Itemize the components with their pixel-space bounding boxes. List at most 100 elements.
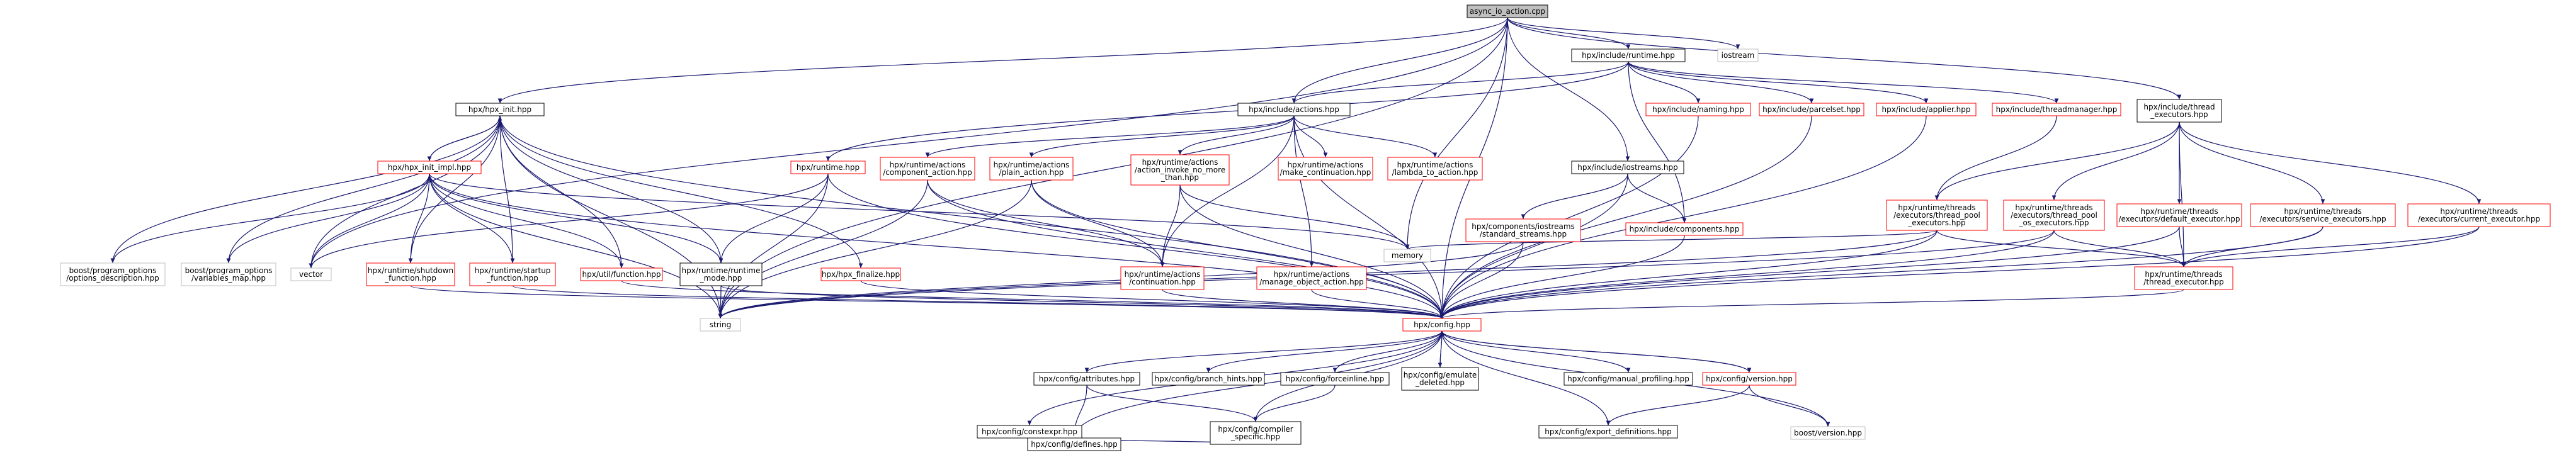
node-variables_map: boost/program_options/variables_map.hpp [181, 262, 276, 286]
node-startup_fn[interactable]: hpx/runtime/startup_function.hpp [469, 262, 556, 286]
node-default_executor[interactable]: hpx/runtime/threads/executors/default_ex… [2116, 203, 2242, 227]
node-box [1280, 372, 1390, 386]
edge-runtime_h-to-components_h [1628, 61, 1687, 223]
node-box [1790, 426, 1866, 440]
node-vector: vector [290, 267, 332, 281]
node-defines[interactable]: hpx/config/defines.hpp [1027, 437, 1121, 451]
node-forceinline[interactable]: hpx/config/forceinline.hpp [1280, 372, 1390, 386]
edge-actions_h-to-config [1293, 115, 1444, 319]
node-label: /continuation.hpp [1129, 278, 1196, 286]
node-label: hpx/include/iostreams.hpp [1577, 163, 1678, 172]
edge-config-to-manual_profiling [1441, 330, 1631, 373]
node-invoke_no_more[interactable]: hpx/runtime/actions/action_invoke_no_mor… [1130, 154, 1230, 186]
node-parcelset[interactable]: hpx/include/parcelset.hpp [1759, 103, 1864, 116]
node-box [880, 157, 975, 181]
node-label: _executors.hpp [1907, 218, 1965, 227]
node-label: vector [299, 270, 323, 279]
node-box [989, 157, 1074, 181]
node-component_action[interactable]: hpx/runtime/actions/component_action.hpp [880, 157, 975, 181]
node-label: hpx/runtime/startup [475, 266, 551, 275]
node-label: hpx/include/components.hpp [1630, 225, 1740, 233]
edge-thread_pool_os-to-config [1439, 230, 2055, 319]
node-compiler_specific[interactable]: hpx/config/compiler_specific.hpp [1210, 421, 1302, 445]
edge-thread_executors-to-thread_executor [2179, 121, 2186, 267]
node-export_definitions[interactable]: hpx/config/export_definitions.hpp [1538, 425, 1678, 439]
edge-config-to-attributes [1084, 330, 1443, 373]
edge-hpx_init_impl-to-memory [429, 173, 1410, 250]
node-shutdown_fn[interactable]: hpx/runtime/shutdown_function.hpp [366, 262, 455, 286]
node-label: iostream [1722, 51, 1755, 60]
node-service_executors[interactable]: hpx/runtime/threads/executors/service_ex… [2250, 203, 2396, 227]
node-label: _function.hpp [384, 274, 436, 283]
node-box [790, 160, 866, 174]
node-label: hpx/config/version.hpp [1706, 374, 1793, 383]
node-label: hpx/config/defines.hpp [1031, 440, 1118, 449]
node-make_continuation[interactable]: hpx/runtime/actions/make_continuation.hp… [1278, 157, 1373, 181]
node-box [1130, 154, 1230, 186]
node-box [455, 103, 545, 116]
node-iostreams_h[interactable]: hpx/include/iostreams.hpp [1571, 160, 1684, 174]
node-naming[interactable]: hpx/include/naming.hpp [1645, 103, 1751, 116]
node-runtime_hpp[interactable]: hpx/runtime.hpp [790, 160, 866, 174]
node-manage_object[interactable]: hpx/runtime/actions/manage_object_action… [1256, 266, 1367, 290]
node-label: hpx/config/constexpr.hpp [982, 427, 1077, 436]
node-emulate_deleted[interactable]: hpx/config/emulate_deleted.hpp [1401, 367, 1479, 391]
node-standard_streams[interactable]: hpx/components/iostreams/standard_stream… [1465, 218, 1581, 242]
node-box [1256, 266, 1367, 290]
node-runtime_mode[interactable]: hpx/runtime/runtime_mode.hpp [679, 262, 763, 286]
node-label: /make_continuation.hpp [1280, 168, 1371, 177]
node-hpx_init[interactable]: hpx/hpx_init.hpp [455, 103, 545, 116]
node-actions_h[interactable]: hpx/include/actions.hpp [1237, 103, 1351, 116]
node-manual_profiling[interactable]: hpx/config/manual_profiling.hpp [1563, 372, 1693, 386]
edge-hpx_init_impl-to-util_function [429, 173, 624, 269]
node-thread_pool_exec[interactable]: hpx/runtime/threads/executors/thread_poo… [1886, 199, 1988, 231]
node-hpx_init_impl[interactable]: hpx/hpx_init_impl.hpp [377, 160, 482, 174]
node-hpx_finalize[interactable]: hpx/hpx_finalize.hpp [820, 267, 901, 281]
edge-thread_pool_os-to-string [718, 230, 2055, 319]
edge-naming-to-config [1439, 115, 1699, 319]
node-plain_action[interactable]: hpx/runtime/actions/plain_action.hpp [989, 157, 1074, 181]
node-label: hpx/config/manual_profiling.hpp [1567, 374, 1689, 383]
node-label: boost/version.hpp [1794, 429, 1862, 437]
node-constexpr[interactable]: hpx/config/constexpr.hpp [977, 425, 1082, 439]
node-components_h[interactable]: hpx/include/components.hpp [1625, 222, 1744, 236]
edge-version-to-boost_version [1749, 385, 1830, 427]
node-label: /manage_object_action.hpp [1259, 278, 1364, 286]
edge-hpx_init_impl-to-config [429, 173, 1444, 319]
node-version[interactable]: hpx/config/version.hpp [1702, 372, 1796, 386]
node-label: _os_executors.hpp [2019, 218, 2089, 227]
node-label: hpx/include/threadmanager.hpp [1996, 105, 2118, 114]
node-lambda_to_action[interactable]: hpx/runtime/actions/lambda_to_action.hpp [1387, 157, 1483, 181]
node-continuation[interactable]: hpx/runtime/actions/continuation.hpp [1120, 266, 1205, 290]
node-root[interactable]: async_io_action.cpp [1467, 4, 1548, 18]
node-applier[interactable]: hpx/include/applier.hpp [1876, 103, 1977, 116]
node-box [469, 262, 556, 286]
node-current_executor[interactable]: hpx/runtime/threads/executors/current_ex… [2407, 203, 2551, 227]
edge-hpx_finalize-to-config [860, 280, 1444, 319]
node-runtime_h[interactable]: hpx/include/runtime.hpp [1571, 48, 1686, 62]
node-config[interactable]: hpx/config.hpp [1402, 318, 1482, 332]
node-branch_hints[interactable]: hpx/config/branch_hints.hpp [1152, 372, 1265, 386]
node-thread_executors[interactable]: hpx/include/thread_executors.hpp [2136, 99, 2222, 123]
node-label: hpx/runtime/threads [2015, 203, 2092, 212]
edge-invoke_no_more-to-continuation [1160, 184, 1181, 267]
edge-hpx_init_impl-to-startup_fn [429, 173, 515, 264]
node-thread_executor[interactable]: hpx/runtime/threads/thread_executor.hpp [2134, 266, 2233, 290]
node-label: /standard_streams.hpp [1480, 230, 1567, 239]
node-util_function[interactable]: hpx/util/function.hpp [580, 267, 663, 281]
edge-hpx_init-to-vector [309, 115, 501, 269]
node-box [1210, 421, 1302, 445]
edge-iostreams_h-to-components_h [1627, 173, 1687, 223]
edge-continuation-to-config [1162, 289, 1444, 319]
edge-service_executors-to-config [1439, 226, 2324, 319]
node-label: memory [1392, 251, 1423, 260]
node-thread_pool_os[interactable]: hpx/runtime/threads/executors/thread_poo… [2003, 199, 2105, 231]
edge-component_action-to-string [718, 179, 928, 319]
node-box [1033, 372, 1140, 386]
node-box [1876, 103, 1977, 116]
node-box [1152, 372, 1265, 386]
node-threadmanager[interactable]: hpx/include/threadmanager.hpp [1992, 103, 2121, 116]
node-attributes[interactable]: hpx/config/attributes.hpp [1033, 372, 1140, 386]
node-iostream: iostream [1717, 48, 1759, 62]
